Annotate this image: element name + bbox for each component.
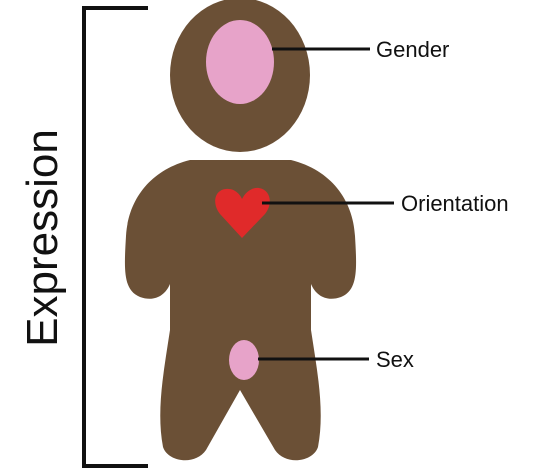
gingerbread-person-icon (125, 0, 356, 460)
sex-label: Sex (376, 347, 414, 372)
gender-label: Gender (376, 37, 449, 62)
sex-spot (229, 340, 259, 380)
orientation-label: Orientation (401, 191, 509, 216)
gender-spot (206, 20, 274, 104)
expression-label: Expression (18, 129, 67, 347)
